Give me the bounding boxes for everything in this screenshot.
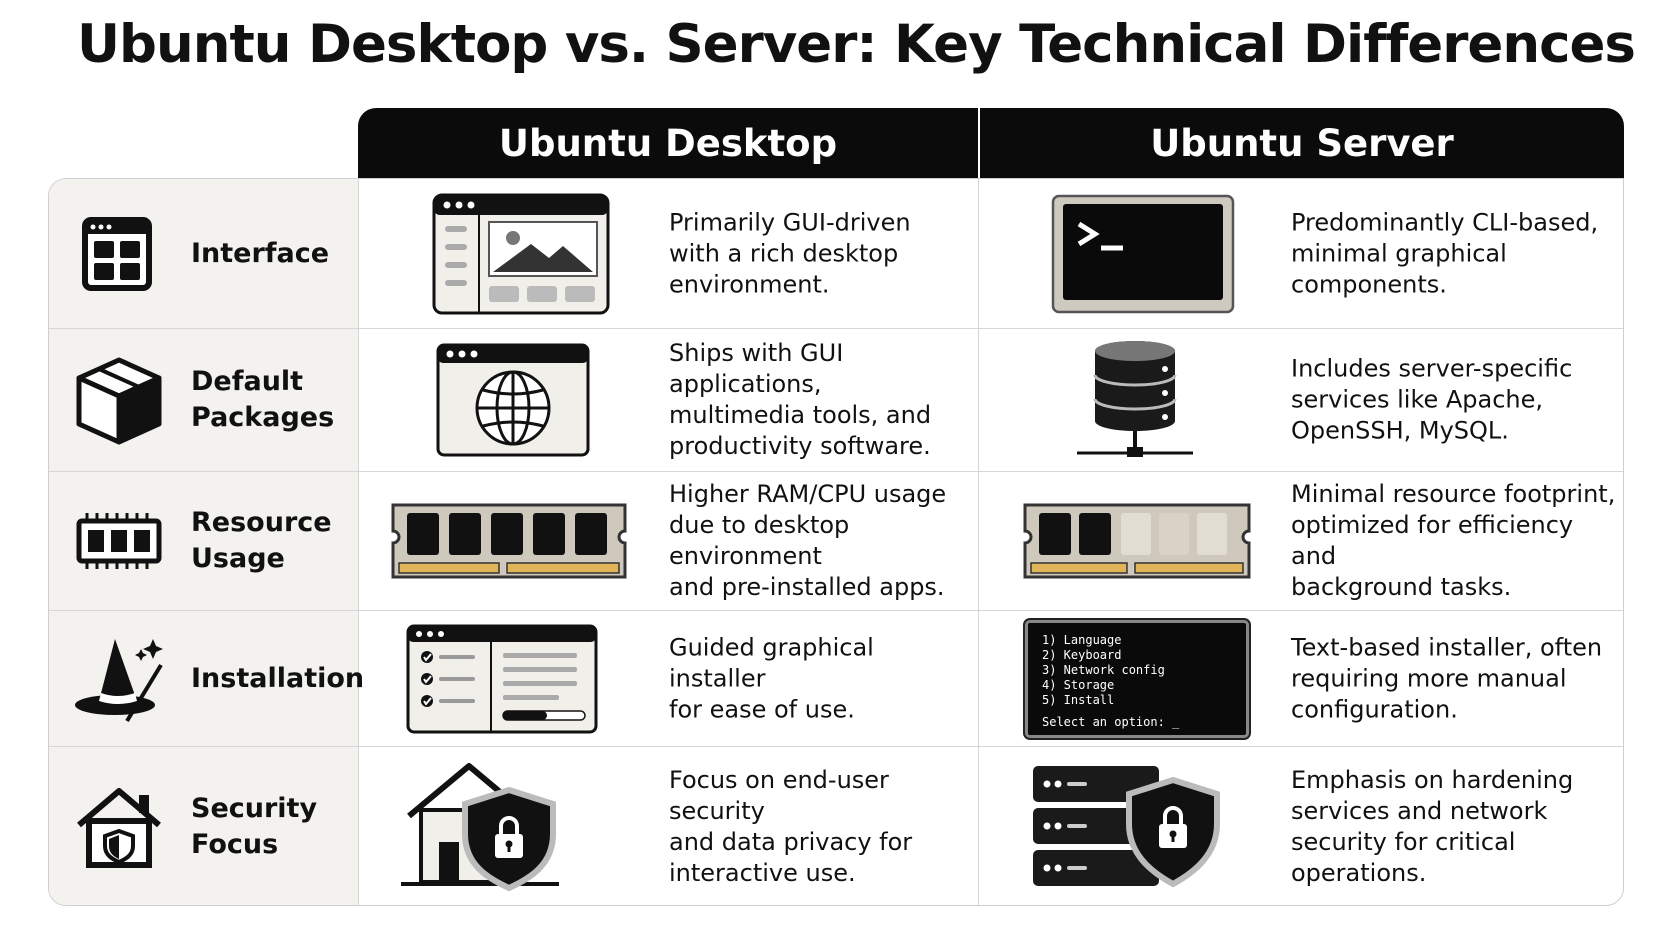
category-label: Resource Usage [191,507,332,574]
server-rack-shield-icon [1033,766,1220,888]
grid-window-icon [82,216,152,291]
desktop-description: Focus on end-user security and data priv… [669,766,913,887]
ram-partial-icon [1023,503,1251,579]
desktop-cell: Guided graphical installer for ease of u… [359,611,979,746]
category-cell: Installation [49,611,365,746]
text-installer-icon: 1) Language 2) Keyboard 3) Network confi… [1025,619,1249,738]
category-cell: Default Packages [49,329,359,471]
ram-full-icon [391,503,627,579]
category-cell: Resource Usage [49,472,359,610]
server-cell: Emphasis on hardening services and netwo… [979,747,1623,905]
category-cell: Interface [49,179,359,328]
desktop-cell: Ships with GUI applications, multimedia … [359,329,979,471]
terminal-icon [1051,194,1235,313]
category-label: Default Packages [191,366,335,433]
category-cell: Security Focus [49,747,359,905]
installer-prompt: Select an option: _ [1042,714,1180,729]
server-description: Minimal resource footprint, optimized fo… [1291,480,1616,601]
server-cell: 1) Language 2) Keyboard 3) Network confi… [979,611,1623,746]
server-description: Emphasis on hardening services and netwo… [1291,766,1574,887]
desktop-description: Ships with GUI applications, multimedia … [669,339,932,460]
desktop-cell: Higher RAM/CPU usage due to desktop envi… [359,472,979,610]
home-lock-shield-icon [401,763,559,892]
memory-chip-icon [76,513,162,569]
gui-window-icon [432,193,610,314]
database-server-icon [1077,341,1193,457]
desktop-description: Guided graphical installer for ease of u… [669,633,874,723]
wizard-hat-icon [75,638,163,722]
desktop-cell: Primarily GUI-driven with a rich desktop… [359,179,979,328]
row-installation: Installation Guided graphical installer … [49,611,1623,747]
package-box-icon [76,357,162,445]
column-header-server: Ubuntu Server [980,108,1624,178]
row-default-packages: Default Packages Ships with GUI applicat… [49,329,1623,472]
server-description: Text-based installer, often requiring mo… [1291,633,1603,723]
browser-globe-icon [436,343,590,457]
server-description: Predominantly CLI-based, minimal graphic… [1291,208,1599,298]
server-cell: Predominantly CLI-based, minimal graphic… [979,179,1623,328]
comparison-table: Interface Primarily GUI-driven with a ri… [48,178,1624,906]
server-cell: Minimal resource footprint, optimized fo… [979,472,1623,610]
installer-menu-item: 3) Network config [1042,662,1165,677]
installer-menu-item: 4) Storage [1042,677,1115,692]
category-label: Interface [191,237,330,269]
category-label: Security Focus [191,793,318,860]
server-description: Includes server-specific services like A… [1291,354,1573,445]
row-resource-usage: Resource Usage Higher RAM/CPU usage due … [49,472,1623,611]
house-shield-icon [77,788,161,868]
row-security-focus: Security Focus Focus on end-user securit… [49,747,1623,905]
installer-menu-item: 2) Keyboard [1042,647,1122,662]
column-header-desktop: Ubuntu Desktop [358,108,978,178]
row-interface: Interface Primarily GUI-driven with a ri… [49,179,1623,329]
page-title: Ubuntu Desktop vs. Server: Key Technical… [77,14,1636,75]
server-cell: Includes server-specific services like A… [979,329,1623,471]
installer-menu-item: 1) Language [1042,632,1122,647]
desktop-description: Higher RAM/CPU usage due to desktop envi… [669,480,947,601]
installer-checklist-icon [406,624,598,733]
installer-menu-item: 5) Install [1042,692,1115,707]
category-label: Installation [191,662,365,694]
desktop-cell: Focus on end-user security and data priv… [359,747,979,905]
desktop-description: Primarily GUI-driven with a rich desktop… [669,208,911,298]
